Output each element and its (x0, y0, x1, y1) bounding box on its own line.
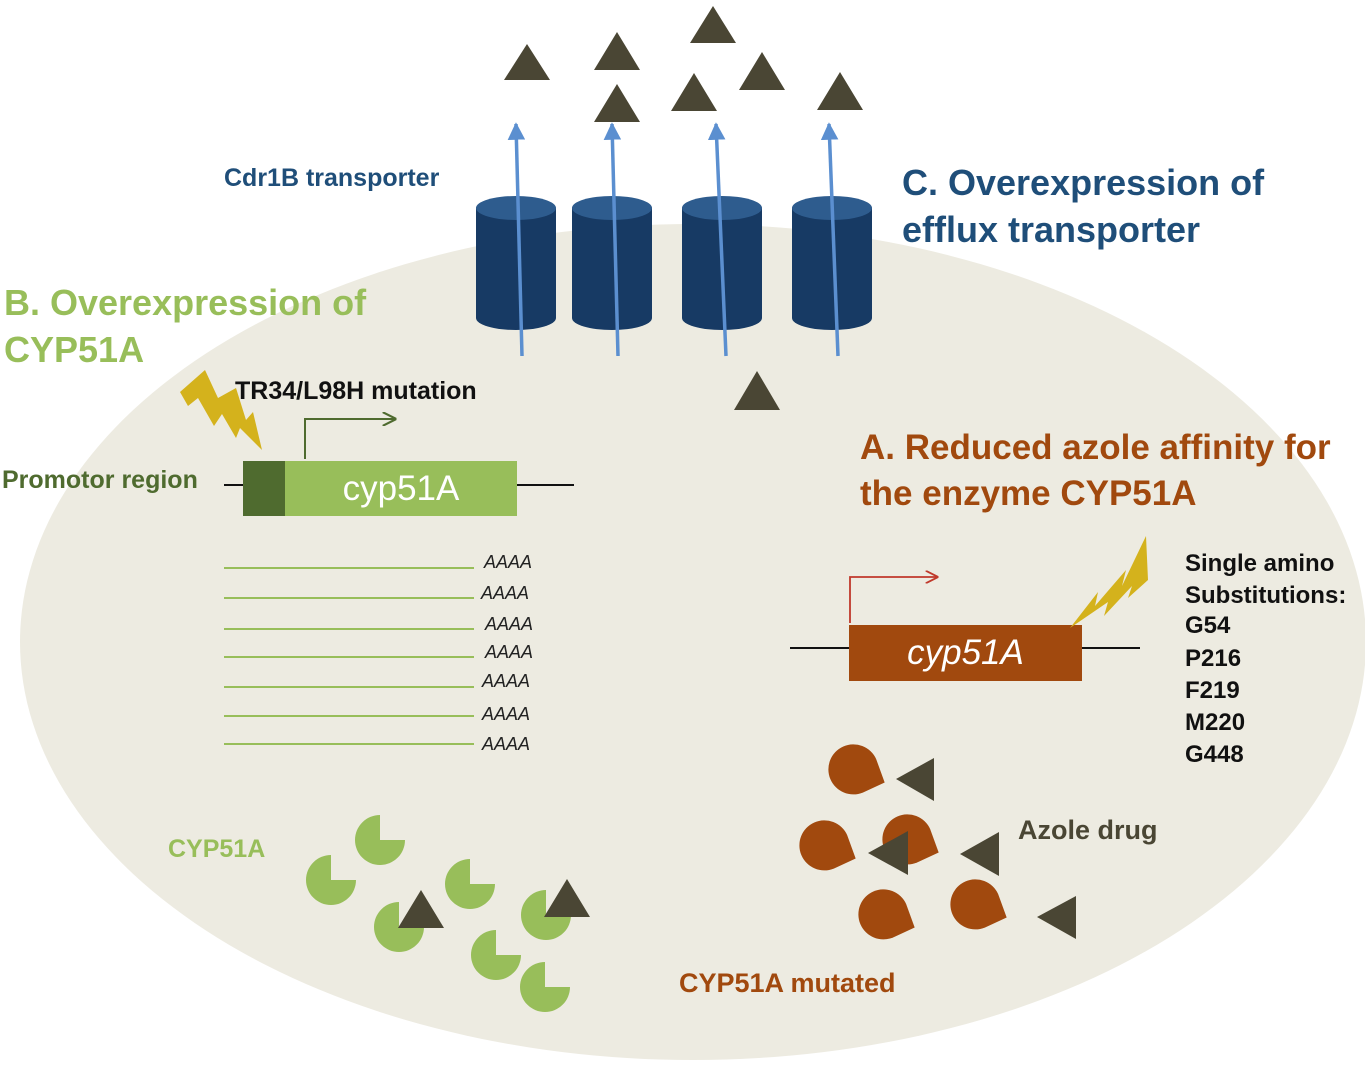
mutated-enzyme (799, 820, 856, 871)
mutation-lightning-icon (180, 370, 262, 450)
bound-azoles (398, 879, 590, 928)
mutated-enzyme (828, 744, 885, 795)
transporter-label: Cdr1B transporter (224, 164, 440, 192)
free-azoles (868, 758, 1076, 939)
azole-triangle (544, 879, 590, 917)
azole-triangle (960, 832, 999, 876)
azole-triangle (817, 72, 863, 110)
gene-a-label: cyp51A (907, 633, 1024, 672)
enzyme-pacman (471, 930, 521, 980)
efflux-arrow (603, 122, 622, 357)
azole-triangle (734, 371, 780, 410)
poly-a-tail: AAAA (485, 642, 534, 662)
efflux-arrow (707, 122, 728, 357)
azole-triangle (671, 73, 717, 111)
gene-b-label: cyp51A (342, 468, 460, 508)
poly-a-tail: AAAA (482, 671, 531, 691)
transporter-cylinder (572, 196, 652, 330)
gene-a-box (849, 625, 1082, 681)
efflux-arrow (507, 122, 526, 357)
substitution-item: M220 (1185, 709, 1246, 736)
azole-drug-label: Azole drug (1018, 815, 1158, 845)
azole-triangle (504, 44, 550, 80)
mutation-label: TR34/L98H mutation (235, 377, 477, 405)
title-b: B. Overexpression of CYP51A (4, 282, 367, 370)
azole-triangle (1037, 896, 1076, 939)
enzyme-pacman (306, 855, 356, 905)
gene-b-box (285, 461, 517, 516)
transporter-cylinder (476, 196, 556, 330)
substitution-item: G448 (1185, 741, 1244, 768)
poly-a-tail: AAAA (482, 704, 531, 724)
enzyme-pacman (355, 815, 405, 865)
cyp51a-mutated-label: CYP51A mutated (679, 968, 896, 998)
poly-a-tail: AAAA (482, 734, 531, 754)
mutated-enzyme (950, 879, 1007, 930)
cell-body (20, 224, 1365, 1060)
poly-a-tail: AAAA (481, 583, 530, 603)
substitution-item: F219 (1185, 677, 1240, 704)
azole-triangle (896, 758, 934, 801)
title-c: C. Overexpression of efflux transporter (902, 162, 1265, 250)
substitution-item: G54 (1185, 612, 1231, 639)
enzyme-pacman (445, 859, 495, 909)
substitutions-heading: Single amino Substitutions: (1185, 550, 1347, 609)
cyp51a-label: CYP51A (168, 835, 266, 863)
mutation-lightning-icon (1070, 536, 1148, 628)
title-a: A. Reduced azole affinity for the enzyme… (860, 428, 1331, 513)
azole-triangle (594, 84, 640, 122)
promotor-block (243, 461, 285, 516)
extracellular-azoles (504, 6, 863, 410)
transcription-start-arrow-b (304, 419, 395, 459)
enzyme-pacman (520, 962, 570, 1012)
azole-triangle (690, 6, 736, 43)
substitution-item: P216 (1185, 645, 1242, 672)
efflux-arrows (507, 122, 840, 357)
poly-a-tail: AAAA (485, 614, 534, 634)
promotor-label: Promotor region (2, 466, 198, 494)
azole-triangle (868, 831, 908, 875)
mutated-enzyme (858, 889, 915, 940)
azole-triangle (739, 52, 785, 90)
azole-triangle (398, 890, 444, 928)
transcription-start-arrow-a (849, 577, 937, 623)
mrna-transcripts (224, 567, 474, 745)
azole-triangle (594, 32, 640, 70)
poly-a-tail: AAAA (484, 552, 533, 572)
efflux-arrow (820, 122, 840, 357)
